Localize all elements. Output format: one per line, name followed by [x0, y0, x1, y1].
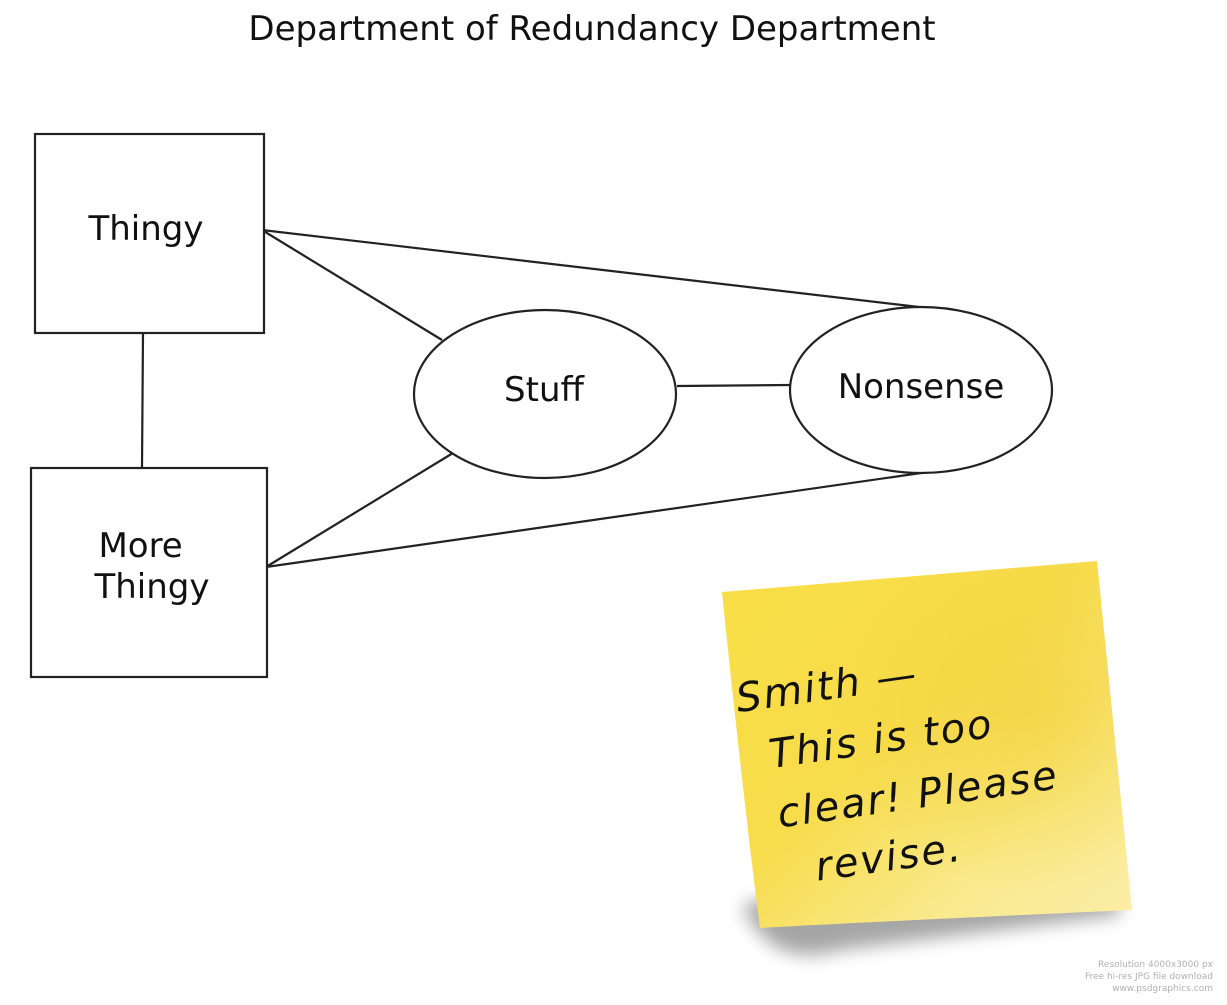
node-stuff: Stuff [412, 308, 678, 480]
connector-more-thingy-nonsense [265, 471, 922, 569]
node-thingy: Thingy [33, 132, 266, 335]
node-more-thingy-label: More Thingy [93, 526, 209, 607]
watermark: Resolution 4000x3000 px Free hi-res JPG … [1085, 960, 1214, 994]
node-nonsense: Nonsense [788, 305, 1054, 475]
node-more-thingy-line-1: More [98, 526, 182, 566]
connector-thingy-more-thingy [140, 332, 145, 469]
connector-thingy-nonsense [261, 228, 920, 309]
node-more-thingy-line-2: Thingy [93, 567, 209, 607]
node-thingy-box [33, 132, 266, 335]
watermark-line-1: Resolution 4000x3000 px [1098, 960, 1214, 970]
connector-more-thingy-stuff [265, 452, 454, 568]
connectors [140, 228, 922, 569]
node-more-thingy-box [29, 466, 269, 679]
node-nonsense-ellipse [788, 305, 1054, 475]
node-stuff-label: Stuff [504, 370, 585, 410]
connector-thingy-stuff [261, 229, 443, 341]
node-more-thingy: More Thingy [29, 466, 269, 679]
sticky-note-glow [722, 561, 1132, 928]
diagram-title: Department of Redundancy Department [248, 9, 935, 49]
node-nonsense-label: Nonsense [838, 367, 1005, 407]
watermark-line-2: Free hi-res JPG file download [1085, 972, 1213, 982]
connector-stuff-nonsense [676, 383, 792, 388]
watermark-line-3: www.psdgraphics.com [1112, 984, 1213, 994]
node-thingy-label: Thingy [87, 209, 203, 249]
sticky-note: Smith — This is too clear! Please revise… [722, 561, 1132, 955]
node-stuff-ellipse [412, 308, 678, 480]
